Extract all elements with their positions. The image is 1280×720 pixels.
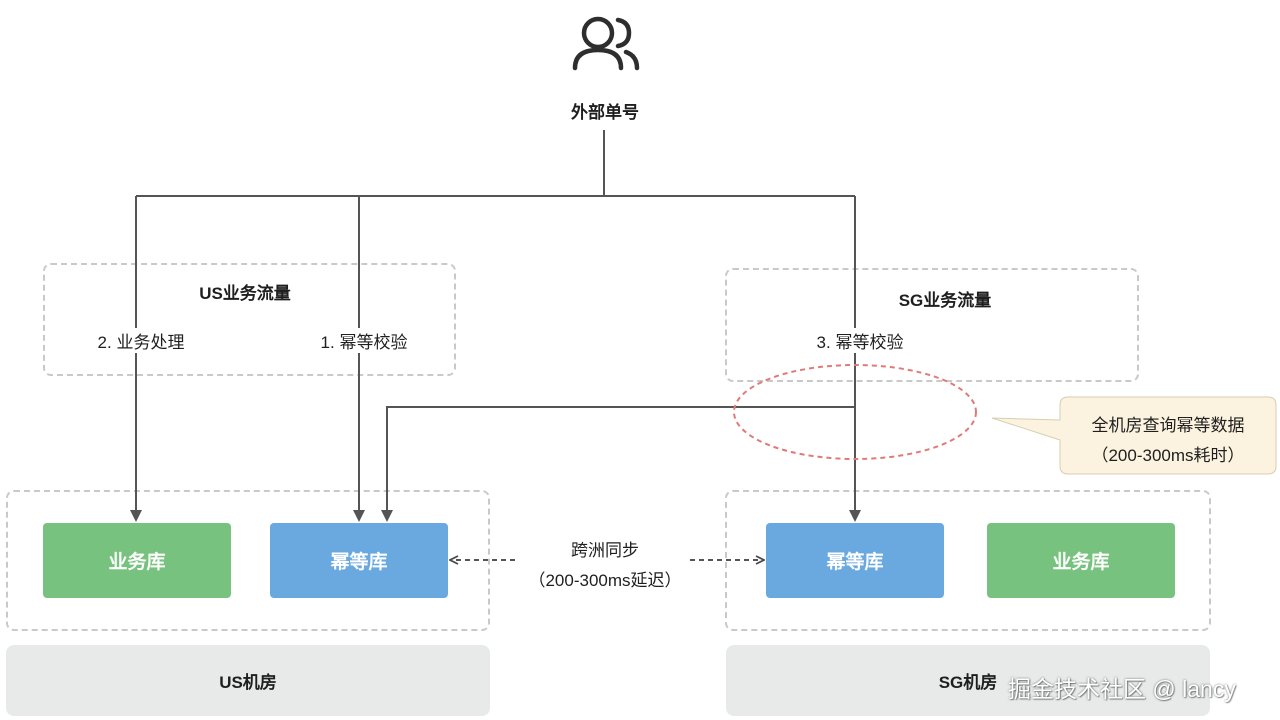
sg-traffic-box	[725, 268, 1139, 382]
us-step1-label: 1. 幂等校验	[309, 328, 419, 353]
us-biz-db-label: 业务库	[108, 552, 166, 573]
callout-line2: （200-300ms耗时）	[1091, 446, 1245, 465]
sg-biz-db: 业务库	[987, 523, 1175, 598]
sync-label-line2: （200-300ms延迟）	[528, 571, 682, 590]
sg-room-bar: SG机房	[726, 645, 1210, 716]
cross-query-line	[381, 406, 855, 522]
us-step2-label: 2. 业务处理	[86, 328, 196, 353]
sg-idem-db-label: 幂等库	[826, 552, 884, 573]
us-room-label: US机房	[219, 673, 277, 692]
callout-line1: 全机房查询幂等数据	[1091, 416, 1245, 435]
us-datacenter-box	[6, 490, 490, 631]
users-icon	[572, 16, 640, 71]
us-biz-db: 业务库	[43, 523, 231, 598]
us-traffic-title: US业务流量	[199, 284, 291, 303]
highlight-ellipse	[733, 364, 977, 460]
user-label: 外部单号	[571, 103, 639, 122]
sg-idem-db: 幂等库	[766, 523, 944, 598]
sync-label-line1: 跨洲同步	[571, 541, 639, 560]
sg-step3-label: 3. 幂等校验	[805, 328, 915, 353]
sg-traffic-title: SG业务流量	[898, 291, 992, 310]
watermark: 掘金技术社区 @ lancy	[1008, 676, 1236, 702]
us-traffic-box	[43, 263, 456, 376]
sg-biz-db-label: 业务库	[1052, 552, 1110, 573]
callout-bubble	[991, 396, 1277, 475]
us-idem-db: 幂等库	[270, 523, 448, 598]
us-idem-db-label: 幂等库	[330, 552, 388, 573]
us-room-bar: US机房	[6, 645, 490, 716]
sg-room-label: SG机房	[938, 673, 998, 692]
